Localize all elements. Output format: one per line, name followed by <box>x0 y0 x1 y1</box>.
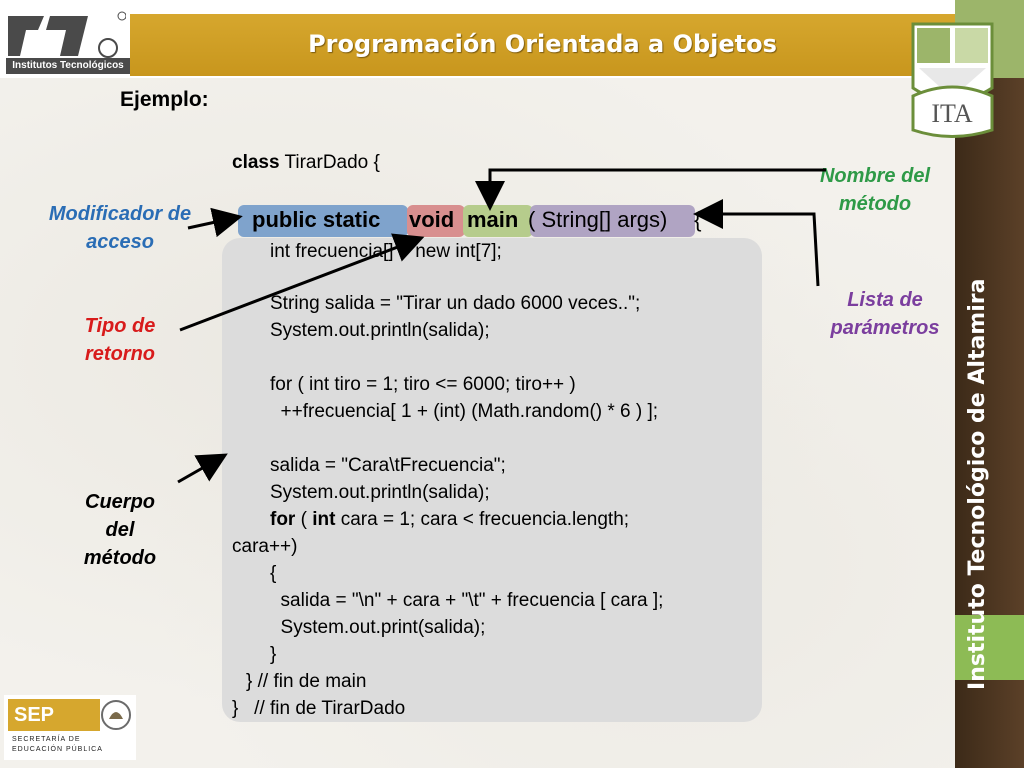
code-line: } // fin de main <box>246 671 367 692</box>
side-strip-accent <box>955 615 1024 680</box>
return-type-highlight <box>407 205 465 237</box>
code-line: System.out.println(salida); <box>270 320 490 341</box>
body-arrow <box>177 453 228 484</box>
modifier-highlight <box>238 205 408 237</box>
annotation-params: Lista de parámetros <box>830 289 940 339</box>
footer-sep-text-line: EDUCACIÓN PÚBLICA <box>12 746 103 753</box>
footer-sep-label: SEP <box>8 699 100 731</box>
annotation-return-type: Tipo de retorno <box>84 315 156 365</box>
code-line: System.out.print(salida); <box>270 617 486 638</box>
footer-sep-text-line: SECRETARÍA DE <box>12 736 81 743</box>
code-line: String salida = "Tirar un dado 6000 vece… <box>270 293 641 314</box>
for-open: ( <box>295 509 313 530</box>
signature-return-type: void <box>409 207 455 232</box>
code-line: salida = "Cara\tFrecuencia"; <box>270 455 506 476</box>
signature-method-name: main <box>467 207 519 232</box>
class-line: class TirarDado { <box>232 152 380 174</box>
title-bar: Programación Orientada a Objetos <box>130 14 955 76</box>
sep-footer-logo: SEP SECRETARÍA DE EDUCACIÓN PÚBLICA <box>4 695 136 760</box>
code-line: System.out.println(salida); <box>270 482 490 503</box>
example-heading: Ejemplo: <box>120 88 209 111</box>
int-keyword: int <box>312 509 336 530</box>
code-line: cara++) <box>232 536 298 557</box>
code-line: for ( int tiro = 1; tiro <= 6000; tiro++… <box>270 374 576 395</box>
params-arrow <box>693 199 820 287</box>
method-name-arrow <box>475 168 826 211</box>
for-rest: cara = 1; cara < frecuencia.length; <box>335 509 630 530</box>
for-keyword: for <box>270 509 296 530</box>
code-line: } <box>270 644 277 665</box>
return-type-arrow <box>179 233 425 332</box>
class-declaration: TirarDado { <box>279 152 380 173</box>
ita-logo-text: ITA <box>931 99 972 128</box>
class-keyword: class <box>232 152 280 173</box>
ita-logo: ITA <box>905 18 1000 138</box>
annotation-modifier: Modificador de acceso <box>48 203 192 253</box>
annotation-body: Cuerpo del método <box>83 491 157 569</box>
code-line: } // fin de TirarDado <box>232 698 406 719</box>
annotation-method-name: Nombre del método <box>819 165 931 215</box>
slide-title: Programación Orientada a Objetos <box>308 30 777 58</box>
params-highlight <box>530 205 695 237</box>
code-line: ++frecuencia[ 1 + (int) (Math.random() *… <box>270 401 659 422</box>
for-line: for ( int cara = 1; cara < frecuencia.le… <box>270 509 629 531</box>
signature-modifier: public static <box>252 207 381 232</box>
signature-params: ( String[] args) <box>528 207 668 232</box>
code-line: salida = "\n" + cara + "\t" + frecuencia… <box>270 590 664 611</box>
method-body-panel <box>222 238 762 722</box>
code-line: { <box>270 563 277 584</box>
sep-sublabel: Institutos Tecnológicos <box>6 58 130 74</box>
modifier-arrow <box>187 207 243 238</box>
eagle-emblem-icon <box>101 700 131 730</box>
footer-sep-text: SECRETARÍA DE EDUCACIÓN PÚBLICA <box>12 735 103 755</box>
